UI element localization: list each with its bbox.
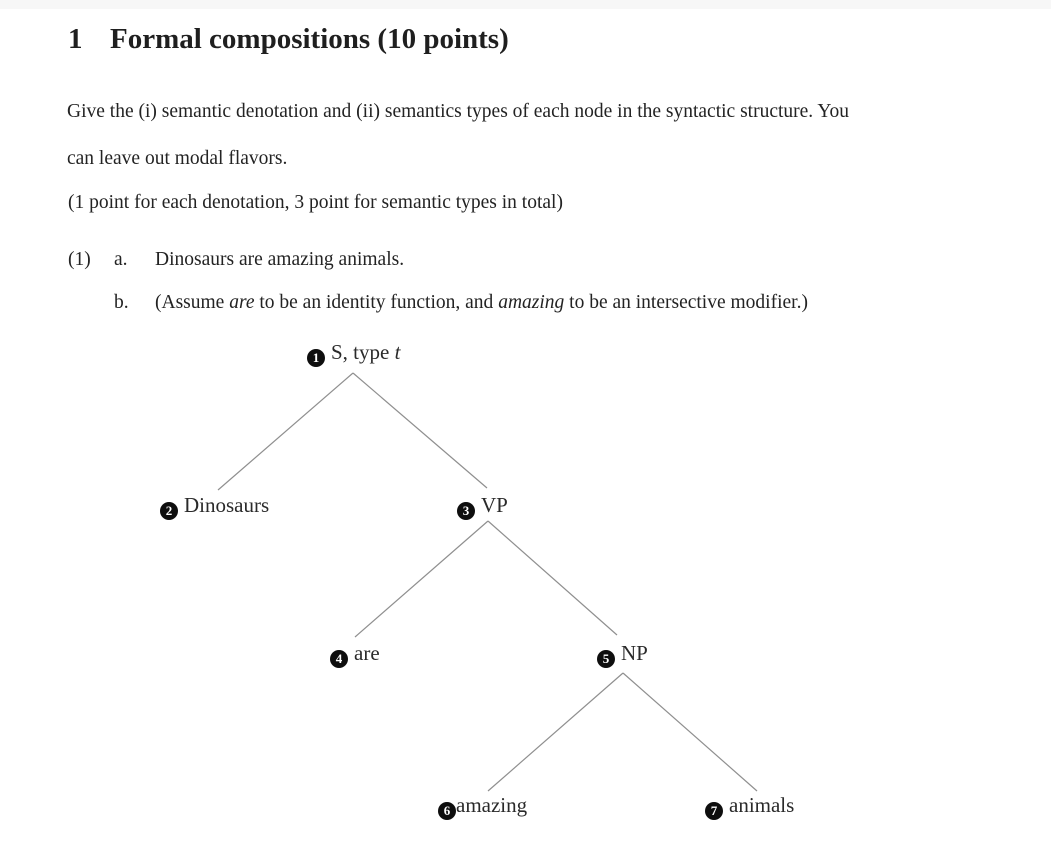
- node-6-label: amazing: [456, 793, 528, 817]
- tree-node-s: 1 S, type t: [307, 340, 400, 367]
- tree-node-np: 5 NP: [597, 641, 648, 668]
- node-7-badge: 7: [705, 802, 723, 820]
- example-item-b-label: b.: [114, 292, 129, 313]
- node-6-badge: 6: [438, 802, 456, 820]
- branch-s-to-vp: [352, 372, 488, 489]
- example-item-b-text: (Assume are to be an identity function, …: [155, 292, 808, 314]
- intro-line-2: can leave out modal flavors.: [67, 148, 288, 169]
- section-number: 1: [68, 23, 83, 55]
- node-2-badge: 2: [160, 502, 178, 520]
- branch-np-to-amazing: [487, 672, 624, 792]
- b-segment: to be an intersective modifier.): [564, 292, 808, 313]
- node-1-label: S, type: [331, 340, 395, 364]
- node-7-label: animals: [729, 793, 795, 817]
- tree-node-dinosaurs: 2 Dinosaurs: [160, 493, 269, 520]
- node-2-label: Dinosaurs: [184, 493, 270, 517]
- b-segment: (Assume: [155, 292, 230, 313]
- node-1-label-type: t: [394, 340, 401, 364]
- branch-vp-to-np: [487, 520, 618, 636]
- b-segment-italic-are: are: [229, 292, 255, 313]
- branch-s-to-dinosaurs: [217, 372, 354, 491]
- node-1-badge: 1: [307, 349, 325, 367]
- b-segment-italic-amazing: amazing: [498, 292, 565, 313]
- node-3-badge: 3: [457, 502, 475, 520]
- example-item-a-label: a.: [114, 249, 128, 270]
- tree-node-vp: 3 VP: [457, 493, 508, 520]
- node-3-label: VP: [481, 493, 508, 517]
- node-5-badge: 5: [597, 650, 615, 668]
- tree-node-are: 4 are: [330, 641, 380, 668]
- node-4-label: are: [354, 641, 380, 665]
- intro-line-1: Give the (i) semantic denotation and (ii…: [67, 101, 849, 122]
- b-segment: to be an identity function, and: [254, 292, 499, 313]
- tree-node-animals: 7 animals: [705, 793, 794, 820]
- example-item-a-text: Dinosaurs are amazing animals.: [155, 249, 405, 270]
- points-note: (1 point for each denotation, 3 point fo…: [68, 192, 563, 213]
- branch-vp-to-are: [354, 520, 489, 638]
- branch-np-to-animals: [622, 672, 758, 792]
- section-title: Formal compositions (10 points): [110, 23, 509, 55]
- page-top-edge: [0, 0, 1051, 9]
- example-number: (1): [68, 249, 91, 270]
- node-4-badge: 4: [330, 650, 348, 668]
- node-5-label: NP: [621, 641, 648, 665]
